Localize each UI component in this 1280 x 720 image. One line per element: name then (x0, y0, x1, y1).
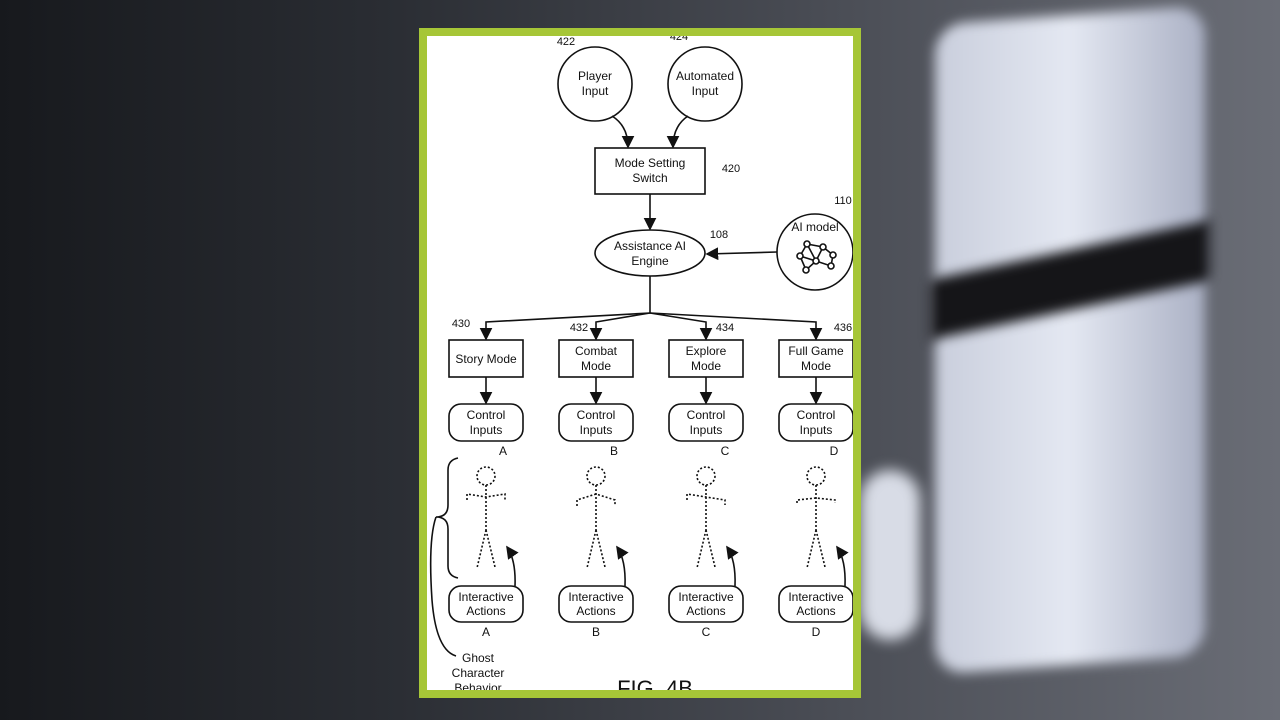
mode-box (778, 339, 853, 378)
diagram-mark: Story Mode (455, 352, 517, 366)
diagram-mark: Control (467, 408, 506, 422)
svg-text:Assistance AI: Assistance AI (614, 239, 686, 253)
svg-text:Player: Player (578, 69, 612, 83)
automated-input-node: Automated Input 424 (667, 31, 743, 122)
svg-text:Character: Character (452, 666, 505, 680)
ghost-leader-line (429, 516, 457, 657)
ghost-figure-head (696, 466, 716, 486)
svg-text:Engine: Engine (631, 254, 669, 268)
interactive-actions-box (778, 585, 853, 623)
ghost-figure-arms (686, 493, 726, 505)
player-input-node: Player Input 422 (557, 36, 633, 122)
control-inputs-box (558, 403, 634, 442)
action-arrow (836, 545, 849, 587)
mode-ref: 430 (452, 318, 470, 330)
ghost-figure-arms (796, 497, 836, 503)
diagram-mark: Actions (686, 604, 725, 618)
diagram-mark: Inputs (800, 423, 833, 437)
arrow-automated-to-switch (666, 115, 689, 149)
action-letter: B (592, 625, 600, 639)
blurred-controller (860, 470, 920, 640)
svg-text:Input: Input (582, 84, 609, 98)
ghost-figure-head (476, 466, 496, 486)
diagram-mark: Mode (581, 359, 611, 373)
control-letter: B (610, 444, 618, 458)
diagram-mark: Inputs (470, 423, 503, 437)
ghost-figure-body (586, 485, 606, 569)
action-letter: A (482, 625, 490, 639)
control-inputs-box (778, 403, 853, 442)
diagram-mark: Inputs (580, 423, 613, 437)
control-inputs-box (448, 403, 524, 442)
svg-text:422: 422 (557, 36, 575, 48)
diagram-mark: Actions (576, 604, 615, 618)
mode-ref: 432 (570, 322, 588, 334)
svg-text:424: 424 (670, 31, 688, 43)
svg-text:Input: Input (692, 84, 719, 98)
diagram-mark: Actions (796, 604, 835, 618)
diagram-mark: Interactive (678, 590, 734, 604)
action-arrow (616, 545, 629, 587)
ghost-figure-head (586, 466, 606, 486)
control-letter: A (499, 444, 507, 458)
action-arrow (726, 545, 739, 587)
control-inputs-box (668, 403, 744, 442)
diagram-mark: Combat (575, 344, 618, 358)
svg-text:AI model: AI model (791, 220, 838, 234)
diagram-mark: Explore (686, 344, 727, 358)
action-letter: C (702, 625, 711, 639)
diagram-mark: Actions (466, 604, 505, 618)
svg-text:108: 108 (710, 229, 728, 241)
diagram-mark: Interactive (788, 590, 844, 604)
control-letter: D (830, 444, 839, 458)
arrow-player-to-switch (611, 115, 635, 149)
diagram-mark: Interactive (458, 590, 514, 604)
control-letter: C (721, 444, 730, 458)
diagram-mark: Full Game (788, 344, 844, 358)
ghost-brace (435, 457, 459, 579)
ghost-label: Ghost (462, 651, 495, 665)
action-arrow (506, 545, 519, 587)
ghost-figure-body (806, 485, 826, 569)
mode-ref: 436 (834, 322, 852, 334)
figure-title: FIG. 4B (617, 676, 693, 701)
diagram-mark: Inputs (690, 423, 723, 437)
ghost-figure-body (696, 485, 716, 569)
interactive-actions-box (668, 585, 744, 623)
ghost-figure-head (806, 466, 826, 486)
ghost-figure-arms (466, 493, 506, 500)
diagram-mark: Interactive (568, 590, 624, 604)
assistance-ai-engine: Assistance AI Engine 108 (594, 229, 728, 277)
diagram-mark: Mode (801, 359, 831, 373)
ai-model-node: AI model 110 (776, 195, 853, 291)
ghost-figure-arms (576, 493, 616, 506)
diagram-mark: Control (797, 408, 836, 422)
diagram-mark: Control (577, 408, 616, 422)
interactive-actions-box (558, 585, 634, 623)
mode-ref: 434 (716, 322, 734, 334)
mode-setting-switch: Mode Setting Switch 420 (594, 147, 740, 195)
svg-text:Mode Setting: Mode Setting (615, 156, 686, 170)
interactive-actions-box (448, 585, 524, 623)
arrow-model-to-engine (705, 247, 778, 261)
svg-text:110: 110 (834, 195, 852, 207)
svg-text:Behavior: Behavior (454, 681, 501, 695)
svg-text:420: 420 (722, 163, 740, 175)
action-letter: D (812, 625, 821, 639)
diagram-mark: Mode (691, 359, 721, 373)
svg-text:Switch: Switch (632, 171, 667, 185)
ghost-figure-body (476, 485, 496, 569)
svg-text:Automated: Automated (676, 69, 734, 83)
neural-network-icon (796, 240, 837, 274)
diagram-mark: Control (687, 408, 726, 422)
